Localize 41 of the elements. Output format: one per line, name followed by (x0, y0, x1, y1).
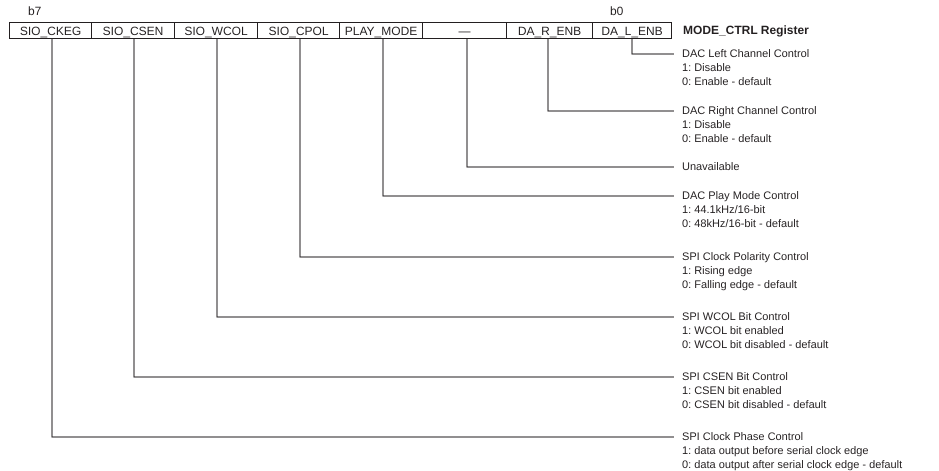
bit-number: b7 (28, 4, 42, 18)
bit-description-title: SPI Clock Polarity Control (682, 250, 809, 264)
bit-description-title: SPI WCOL Bit Control (682, 310, 790, 324)
bit-value-option: 0: CSEN bit disabled - default (682, 398, 826, 412)
bit-value-option: 0: data output after serial clock edge - default (682, 458, 902, 471)
register-bit-cell: SIO_CSEN (91, 22, 175, 39)
bit-description-title: DAC Play Mode Control (682, 189, 799, 203)
bit-value-option: 1: 44.1kHz/16-bit (682, 203, 766, 217)
bit-value-option: 0: WCOL bit disabled - default (682, 338, 828, 352)
register-bit-cell: PLAY_MODE (339, 22, 423, 39)
register-bit-cell: DA_R_ENB (506, 22, 593, 39)
register-bit-cell: SIO_CKEG (9, 22, 92, 39)
bit-number: b0 (610, 4, 624, 18)
bit-description-title: DAC Right Channel Control (682, 104, 817, 118)
leader-line (632, 38, 674, 54)
leader-line (134, 38, 674, 378)
bit-description-title: SPI Clock Phase Control (682, 430, 804, 444)
register-title: MODE_CTRL Register (683, 23, 809, 37)
leader-line (382, 38, 674, 196)
bit-value-option: 0: Enable - default (682, 75, 772, 89)
bit-value-option: 1: Disable (682, 61, 731, 75)
leader-line (548, 38, 674, 112)
bit-description-title: Unavailable (682, 160, 740, 174)
bit-value-option: 0: Falling edge - default (682, 278, 797, 292)
bit-value-option: 1: CSEN bit enabled (682, 384, 782, 398)
register-bit-cell: SIO_CPOL (257, 22, 340, 39)
leader-line (466, 38, 674, 168)
bit-value-option: 1: data output before serial clock edge (682, 444, 869, 458)
bit-description-title: SPI CSEN Bit Control (682, 370, 788, 384)
leader-line (216, 38, 674, 318)
register-bit-cell: — (422, 22, 507, 39)
leader-line (52, 38, 674, 438)
bit-value-option: 0: 48kHz/16-bit - default (682, 217, 799, 231)
bit-value-option: 1: Rising edge (682, 264, 752, 278)
register-bit-cell: DA_L_ENB (592, 22, 672, 39)
bit-value-option: 0: Enable - default (682, 132, 772, 146)
bit-value-option: 1: WCOL bit enabled (682, 324, 784, 338)
bit-value-option: 1: Disable (682, 118, 731, 132)
leader-line (300, 38, 674, 258)
register-bit-cell: SIO_WCOL (174, 22, 258, 39)
bit-description-title: DAC Left Channel Control (682, 47, 810, 61)
